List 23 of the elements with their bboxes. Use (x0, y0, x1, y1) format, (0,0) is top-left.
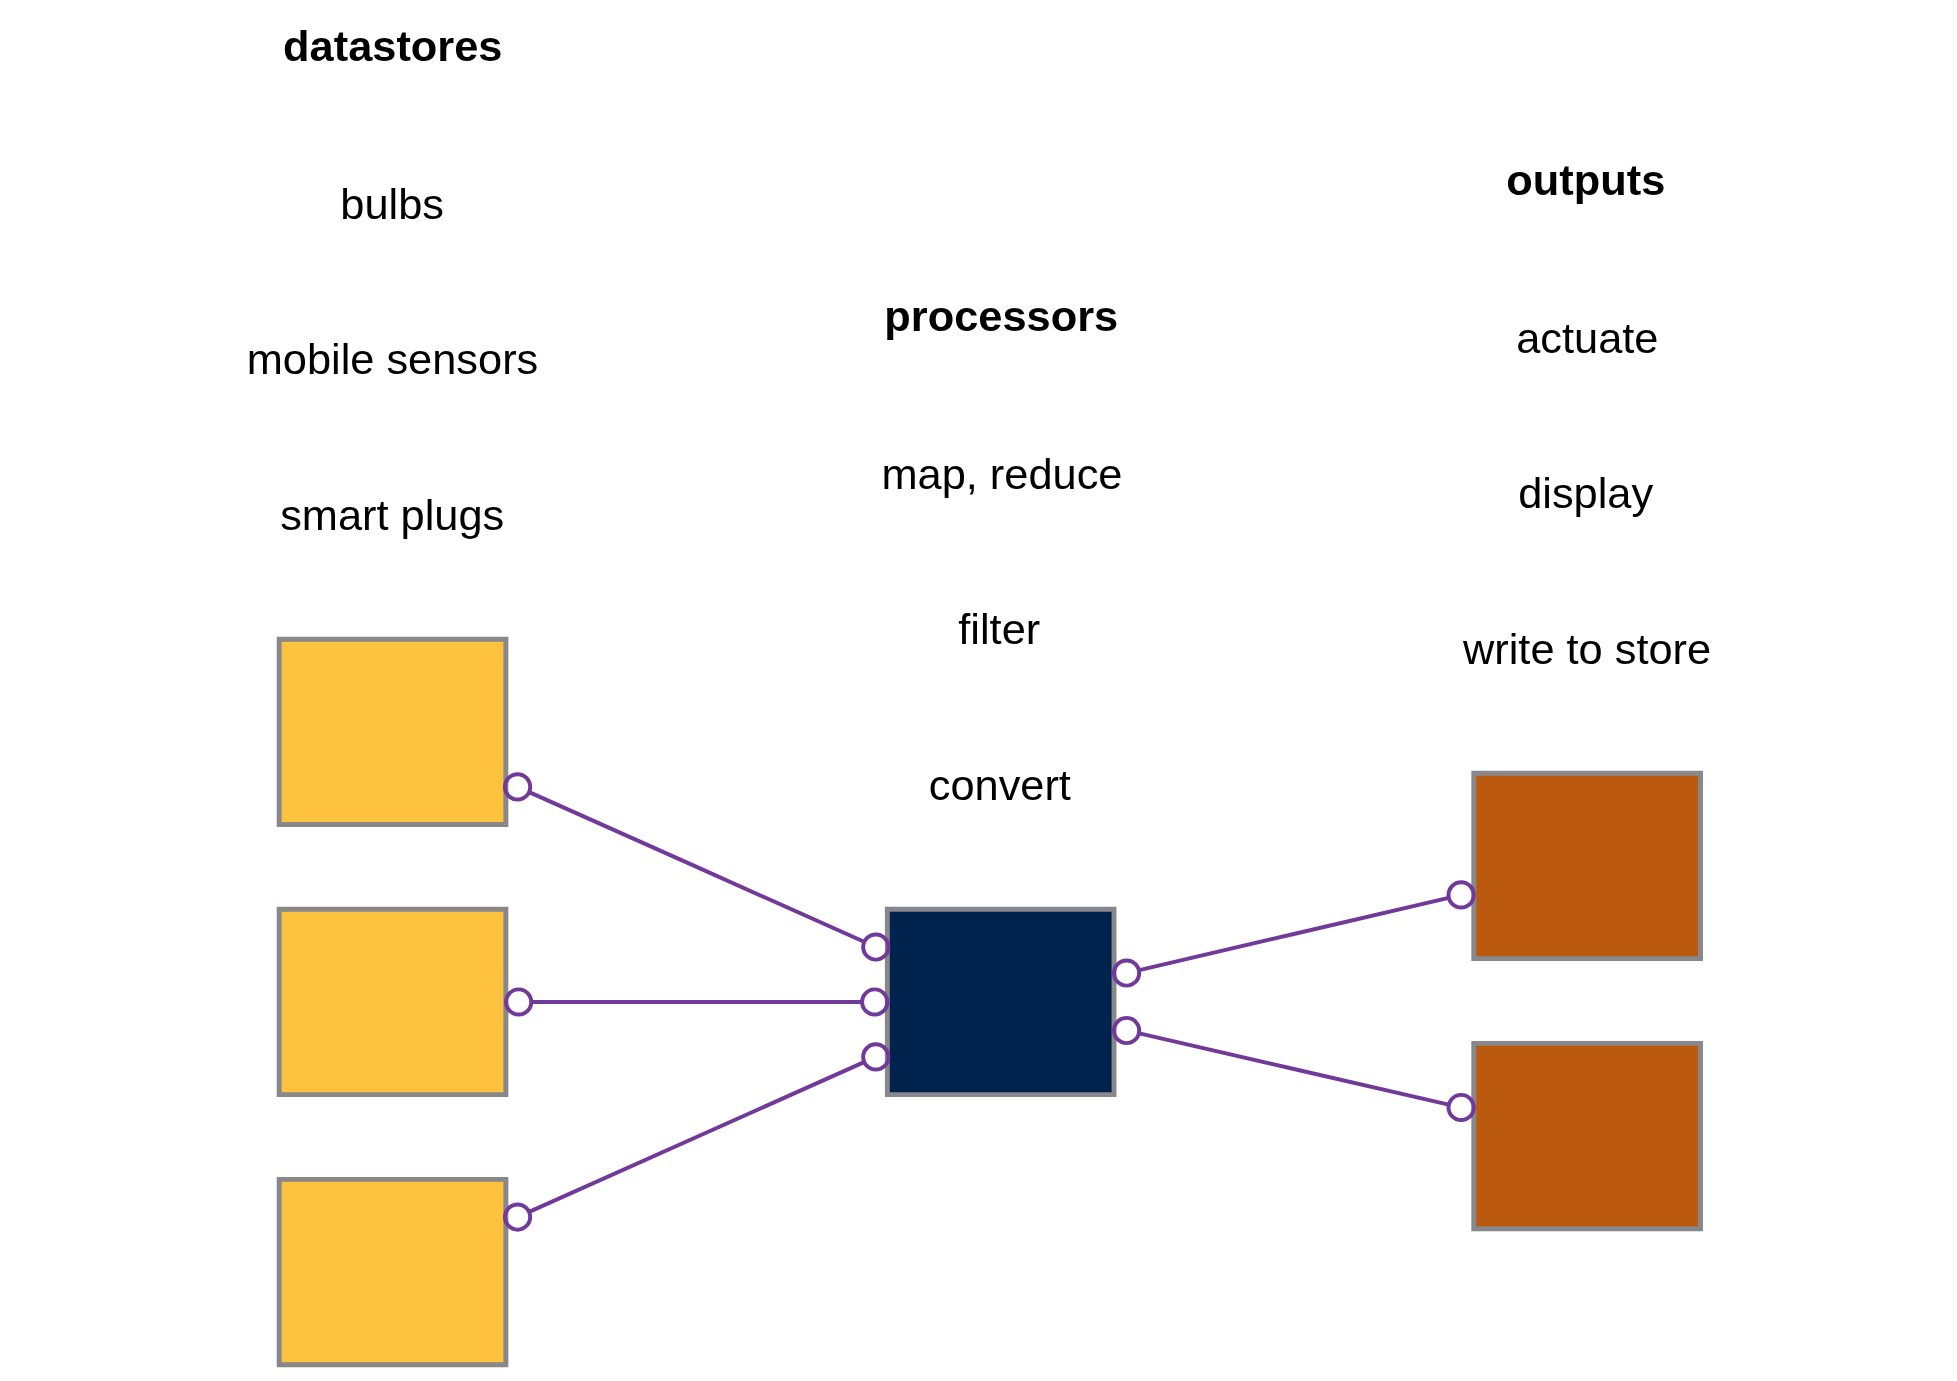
node-box (884, 906, 1116, 1098)
label: smart plugs (279, 491, 504, 540)
label: outputs (1505, 155, 1665, 204)
label: display (1517, 469, 1653, 518)
node-box (276, 906, 508, 1098)
label: bulbs (339, 179, 444, 228)
node-box (1470, 1040, 1703, 1232)
connector (1111, 1015, 1476, 1123)
connector (1111, 880, 1476, 988)
label: actuate (1515, 313, 1658, 362)
label: filter (957, 605, 1040, 654)
connector (502, 772, 890, 962)
label: convert (928, 761, 1071, 810)
label: mobile sensors (246, 335, 538, 384)
connector (502, 1042, 890, 1232)
node-box (1470, 770, 1703, 962)
node-box (276, 636, 508, 827)
label: processors (883, 291, 1118, 340)
connector (503, 987, 889, 1017)
label: datastores (282, 21, 502, 70)
label: map, reduce (880, 449, 1122, 498)
node-box (276, 1176, 508, 1368)
label: write to store (1462, 625, 1711, 674)
